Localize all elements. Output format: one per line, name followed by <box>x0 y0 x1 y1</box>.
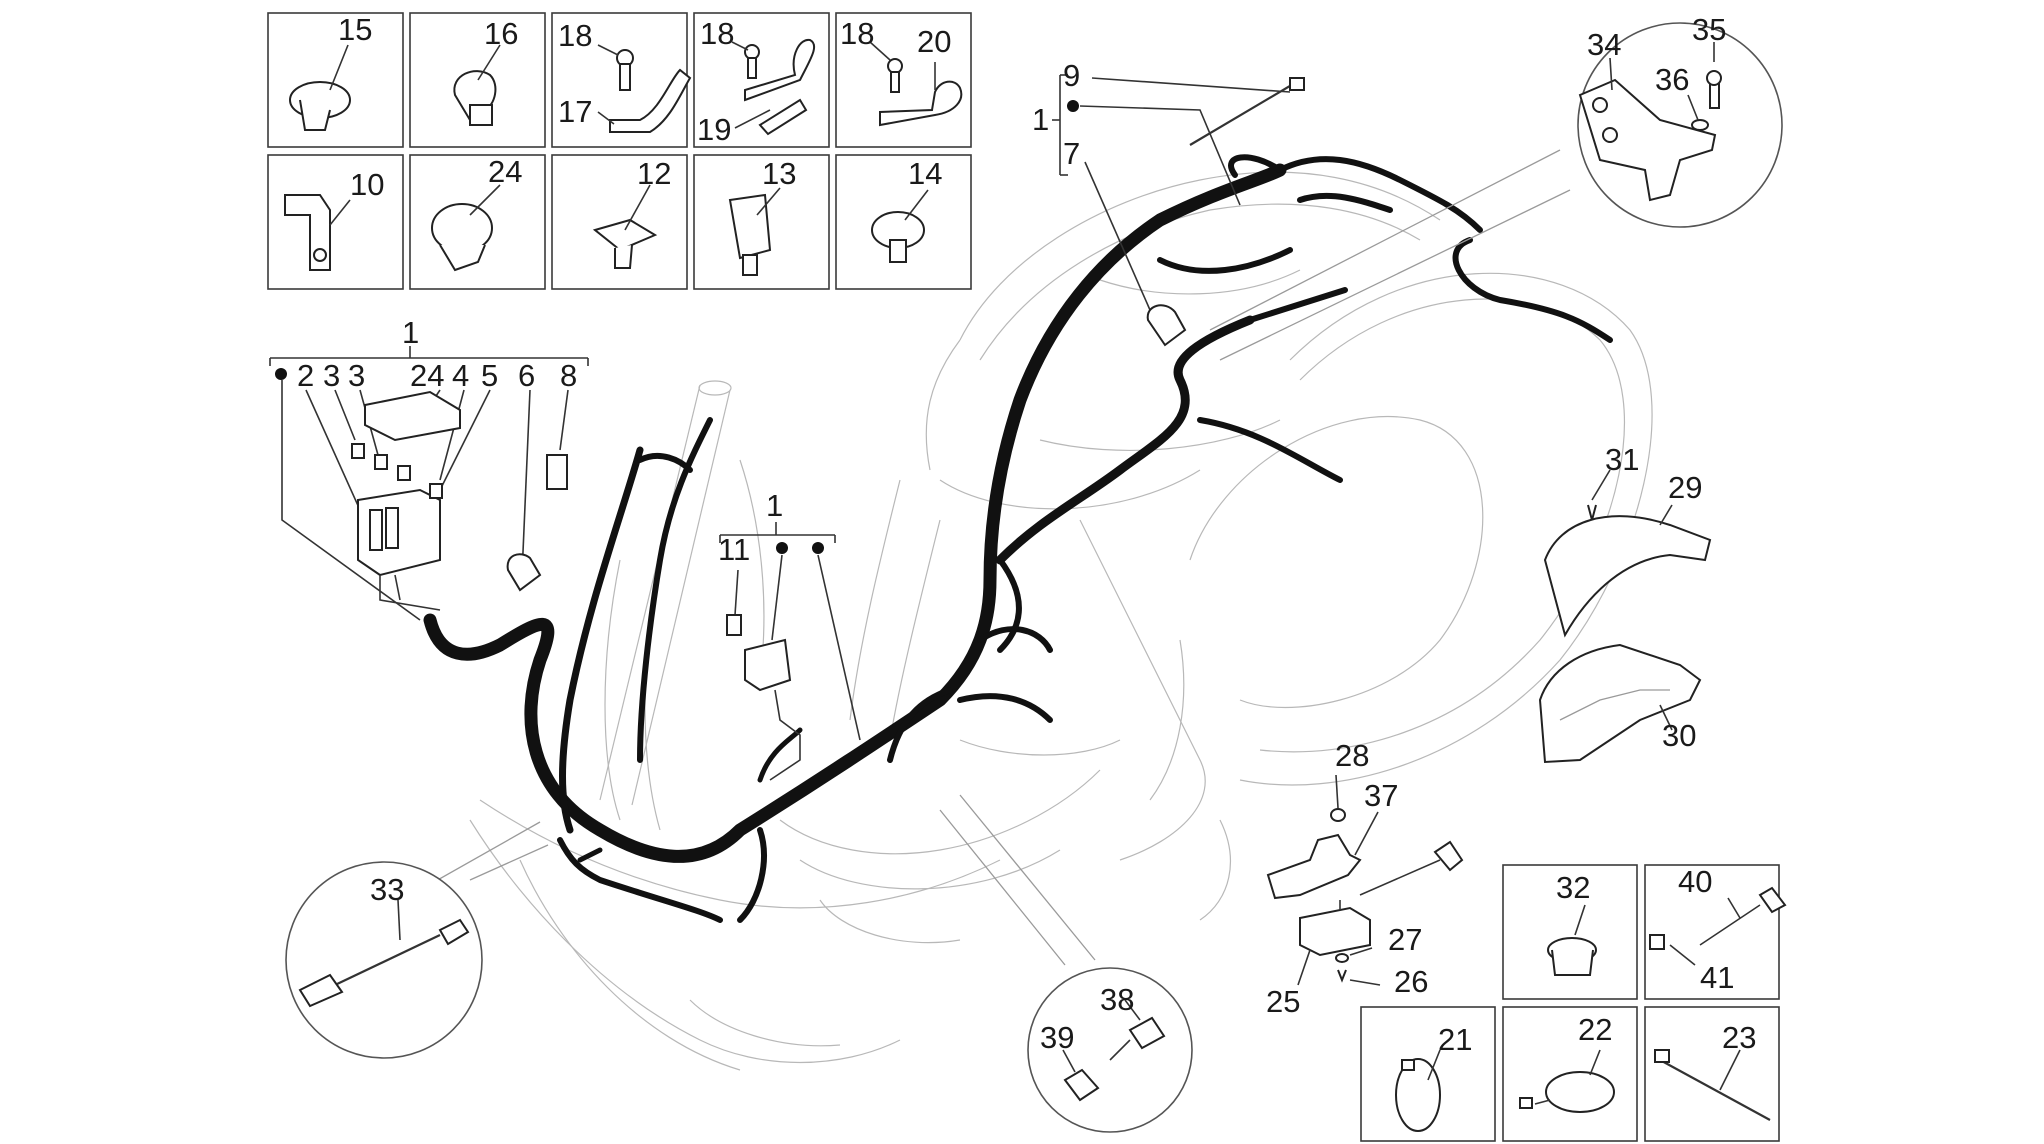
part-label-3: 3 <box>348 358 365 393</box>
cable-clamp-15-part <box>289 44 351 131</box>
bracket-20-part <box>869 41 963 127</box>
part-label-1: 1 <box>766 488 783 523</box>
part-label-28: 28 <box>1335 738 1369 773</box>
clip-12-part <box>592 184 658 269</box>
part-label-37: 37 <box>1364 778 1398 813</box>
detail-circle-bracket: 34 35 36 <box>1209 12 1783 361</box>
part-label-17: 17 <box>558 94 592 129</box>
part-label-18: 18 <box>840 16 874 51</box>
steering-column <box>599 380 732 806</box>
part-label-40: 40 <box>1678 864 1712 899</box>
bracket-19-part <box>731 38 816 136</box>
part-label-24: 24 <box>410 358 444 393</box>
part-label-38: 38 <box>1100 982 1134 1017</box>
detail-circle-connector-38-39: 38 39 <box>939 794 1193 1133</box>
part-label-35: 35 <box>1692 12 1726 47</box>
part-label-1: 1 <box>1032 102 1049 137</box>
part-label-31: 31 <box>1605 442 1639 477</box>
clip-13-part <box>728 187 781 276</box>
detail-circle-connector-33: 33 <box>285 821 549 1059</box>
part-label-41: 41 <box>1700 960 1734 995</box>
part-label-9: 9 <box>1063 58 1080 93</box>
part-label-18: 18 <box>558 18 592 53</box>
part-label-3: 3 <box>323 358 340 393</box>
part-label-2: 2 <box>297 358 314 393</box>
part-label-16: 16 <box>484 16 518 51</box>
control-module-parts: 28 37 27 26 25 <box>1266 738 1464 1019</box>
main-wiring-harness <box>423 154 1613 923</box>
part-label-1: 1 <box>402 315 419 350</box>
part-label-23: 23 <box>1722 1020 1756 1055</box>
bottom-right-parts-grid: 32 40 41 21 22 23 <box>1360 864 1787 1142</box>
part-label-7: 7 <box>1063 136 1080 171</box>
part-label-32: 32 <box>1556 870 1590 905</box>
part-label-6: 6 <box>518 358 535 393</box>
part-label-36: 36 <box>1655 62 1689 97</box>
part-label-25: 25 <box>1266 984 1300 1019</box>
scooter-body-outline <box>469 171 1653 1071</box>
part-label-4: 4 <box>452 358 469 393</box>
tie-group: 9 1 7 <box>1032 58 1305 347</box>
part-label-5: 5 <box>481 358 498 393</box>
clip-10-part <box>284 194 351 271</box>
bracket-17-part <box>597 44 692 133</box>
clamp-24-part <box>431 184 501 272</box>
part-label-24: 24 <box>488 154 522 189</box>
part-label-21: 21 <box>1438 1022 1472 1057</box>
part-label-27: 27 <box>1388 922 1422 957</box>
part-label-30: 30 <box>1662 718 1696 753</box>
small-parts-grid: 15 16 18 17 18 19 18 20 10 24 12 13 14 <box>267 12 972 290</box>
part-label-14: 14 <box>908 156 942 191</box>
part-label-34: 34 <box>1587 27 1621 62</box>
part-label-22: 22 <box>1578 1012 1612 1047</box>
part-label-33: 33 <box>370 872 404 907</box>
part-label-8: 8 <box>560 358 577 393</box>
fuse-box-group: 1 2 3 3 24 4 5 6 8 <box>269 315 589 621</box>
part-label-26: 26 <box>1394 964 1428 999</box>
cable-clip-16-part <box>453 44 501 126</box>
part-label-10: 10 <box>350 167 384 202</box>
relay-group: 1 11 <box>718 488 861 781</box>
part-label-39: 39 <box>1040 1020 1074 1055</box>
part-label-19: 19 <box>697 112 731 147</box>
part-label-15: 15 <box>338 12 372 47</box>
part-label-13: 13 <box>762 156 796 191</box>
part-label-29: 29 <box>1668 470 1702 505</box>
clip-14-part <box>871 189 929 263</box>
part-label-11: 11 <box>718 532 750 567</box>
part-label-20: 20 <box>917 24 951 59</box>
part-label-18: 18 <box>700 16 734 51</box>
part-label-12: 12 <box>637 156 671 191</box>
battery-cover-parts: 31 29 30 <box>1538 442 1712 764</box>
